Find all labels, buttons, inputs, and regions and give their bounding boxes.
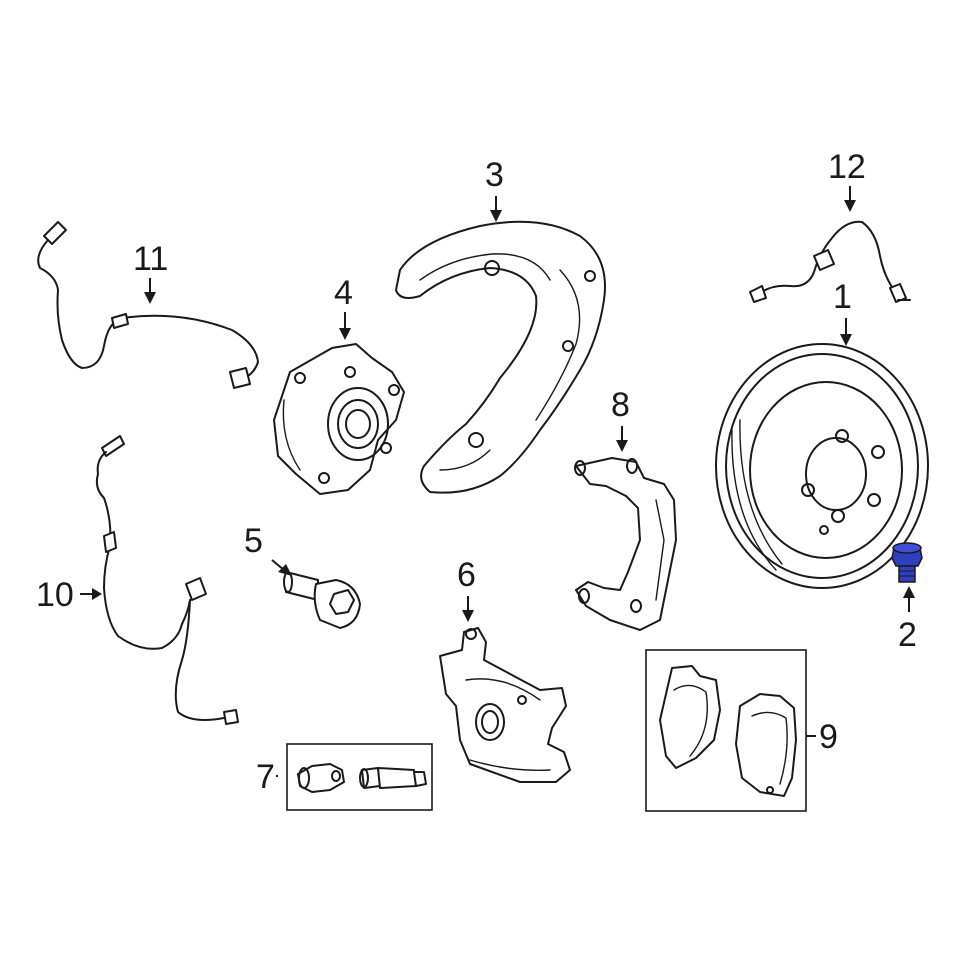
callout-7: 7 bbox=[256, 758, 275, 796]
callout-12: 12 bbox=[828, 148, 866, 186]
callout-6-leader bbox=[462, 596, 474, 622]
callout-2: 2 bbox=[898, 616, 917, 654]
brake-wear-sensor-upper[interactable] bbox=[37, 221, 259, 389]
callout-2-leader bbox=[903, 586, 915, 612]
callout-5: 5 bbox=[244, 522, 263, 560]
callout-8-leader bbox=[616, 426, 628, 452]
rotor-screw[interactable] bbox=[891, 542, 923, 583]
callout-6: 6 bbox=[457, 556, 476, 594]
callout-4: 4 bbox=[334, 274, 353, 312]
callout-1: 1 bbox=[833, 278, 852, 316]
brake-pad-set-box bbox=[645, 649, 807, 812]
callout-12-leader bbox=[844, 186, 856, 212]
callout-3-leader bbox=[490, 196, 502, 222]
callout-8: 8 bbox=[611, 386, 630, 424]
callout-1-leader bbox=[840, 318, 852, 346]
callout-5-leader bbox=[271, 559, 292, 576]
wheel-hub[interactable] bbox=[273, 343, 405, 495]
callout-3: 3 bbox=[485, 156, 504, 194]
callout-10: 10 bbox=[36, 576, 74, 614]
brake-wear-sensor-front[interactable] bbox=[95, 435, 239, 725]
brake-pad-set[interactable] bbox=[645, 649, 807, 812]
hub-bolt[interactable] bbox=[283, 571, 361, 629]
brake-caliper[interactable] bbox=[439, 627, 571, 783]
guide-pin-kit-box bbox=[286, 743, 433, 811]
splash-shield[interactable] bbox=[395, 220, 606, 494]
brake-rotor[interactable] bbox=[715, 343, 929, 589]
callout-4-leader bbox=[339, 312, 351, 340]
callout-9: 9 bbox=[819, 718, 838, 756]
callout-10-leader bbox=[80, 588, 102, 600]
guide-pin-kit[interactable] bbox=[286, 743, 433, 811]
callout-11-leader bbox=[144, 278, 156, 304]
callout-11: 11 bbox=[133, 240, 168, 278]
caliper-bracket[interactable] bbox=[574, 457, 677, 631]
abs-wheel-speed-sensor[interactable] bbox=[749, 220, 911, 303]
